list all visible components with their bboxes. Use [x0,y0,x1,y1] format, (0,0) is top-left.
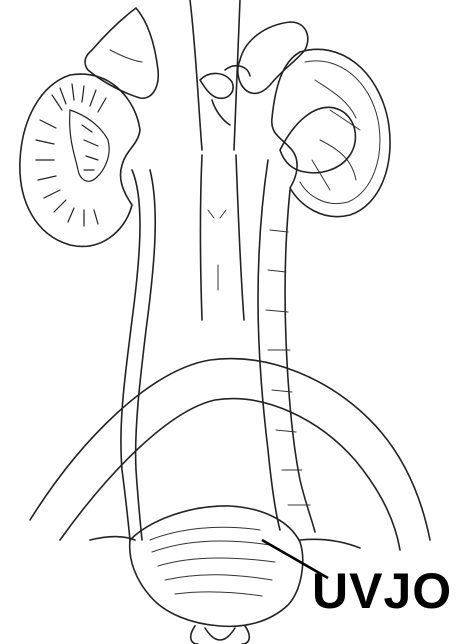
bladder-wall-hatching [150,527,275,596]
left-renal-pelvis [280,107,355,172]
pelvic-brim [30,359,430,540]
renal-vessels [200,66,250,125]
uvjo-label: UVJO [312,566,452,616]
left-adrenal-gland [238,22,308,93]
right-adrenal-gland [85,8,158,98]
left-ureter-dilated [258,160,280,530]
aorta [190,0,240,150]
vena-cava [201,155,245,320]
bladder [130,506,303,626]
left-kidney-stippled-cortex [300,61,380,204]
right-renal-pyramids [36,84,109,226]
urethra [191,626,250,644]
